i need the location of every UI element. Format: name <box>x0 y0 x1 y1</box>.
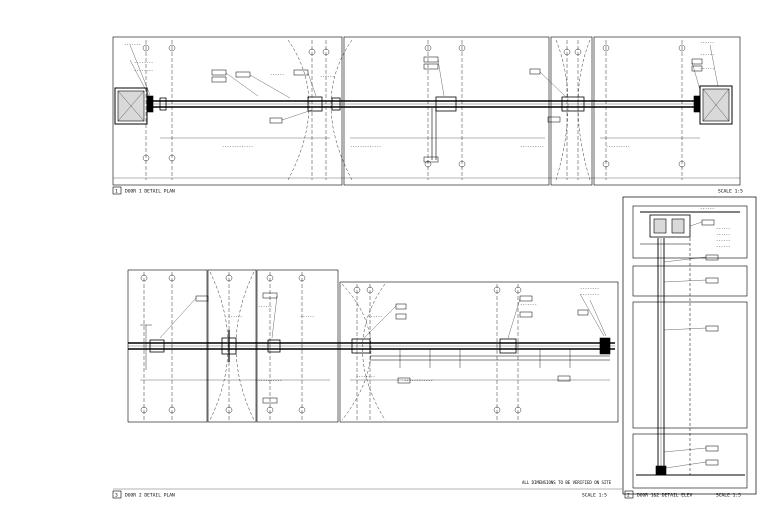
svg-text:------: ------ <box>716 226 730 231</box>
svg-text:--------: -------- <box>356 374 375 379</box>
svg-text:--------: -------- <box>580 292 599 297</box>
door2-panel-frame <box>339 281 619 423</box>
elevation-drawing-title: DOOR 1&2 DETAIL ELEV <box>637 493 693 499</box>
svg-text:------: ------ <box>320 74 334 79</box>
door1-panel-frame <box>343 36 550 186</box>
svg-text:------: ------ <box>300 314 314 319</box>
door2-title-block: 3 DOOR 2 DETAIL PLAN SCALE 1:5 <box>112 488 622 499</box>
svg-text:------: ------ <box>270 72 284 77</box>
svg-text:------: ------ <box>716 244 730 249</box>
elevation-drawing-number: 2 <box>627 493 630 499</box>
svg-text:------: ------ <box>700 52 714 57</box>
svg-text:-------------: ------------- <box>350 144 381 149</box>
door-elevation-drawing: ------ ------ ------ ------ ------ <box>622 196 757 495</box>
door1-drawing-scale: SCALE 1:5 <box>718 189 743 195</box>
svg-text:--------: -------- <box>580 286 599 291</box>
elevation-border <box>622 196 757 495</box>
svg-text:----------: ---------- <box>520 144 544 149</box>
svg-text:-------: ------- <box>124 42 141 47</box>
elevation-drawing-scale: SCALE 1:5 <box>716 493 741 499</box>
svg-text:-------: ------- <box>520 302 537 307</box>
door1-drawing-number: 1 <box>115 189 118 195</box>
svg-text:----------: ---------- <box>606 144 630 149</box>
svg-text:------: ------ <box>700 40 714 45</box>
door2-plan-drawing: ------ ------ ------ ---------- ------ -… <box>127 269 619 485</box>
svg-text:------: ------ <box>700 206 714 211</box>
svg-text:----------: ---------- <box>258 378 282 383</box>
door1-panel-frame <box>112 36 343 186</box>
svg-text:------: ------ <box>258 304 272 309</box>
door1-title-block: 1 DOOR 1 DETAIL PLAN SCALE 1:5 <box>112 186 743 195</box>
door2-drawing-number: 3 <box>115 493 118 499</box>
svg-text:--------: -------- <box>134 60 153 65</box>
svg-text:-------------: ------------- <box>222 144 253 149</box>
svg-text:------: ------ <box>716 232 730 237</box>
door1-panel-frame <box>593 36 741 186</box>
svg-text:------------: ------------ <box>404 378 433 383</box>
elevation-title-block: 2 DOOR 1&2 DETAIL ELEV SCALE 1:5 <box>624 490 741 499</box>
svg-text:--------: -------- <box>134 68 153 73</box>
door2-general-note: ALL DIMENSIONS TO BE VERIFIED ON SITE <box>522 480 612 485</box>
door1-drawing-title: DOOR 1 DETAIL PLAN <box>125 189 175 195</box>
door2-drawing-scale: SCALE 1:5 <box>582 493 607 499</box>
door2-drawing-title: DOOR 2 DETAIL PLAN <box>125 493 175 499</box>
svg-text:------: ------ <box>700 66 714 71</box>
svg-text:------: ------ <box>368 314 382 319</box>
door1-panel-frame <box>550 36 593 186</box>
svg-text:------: ------ <box>716 238 730 243</box>
door1-plan-drawing: ------- -------- -------- ------ ------ … <box>112 36 741 186</box>
svg-text:------: ------ <box>228 314 242 319</box>
